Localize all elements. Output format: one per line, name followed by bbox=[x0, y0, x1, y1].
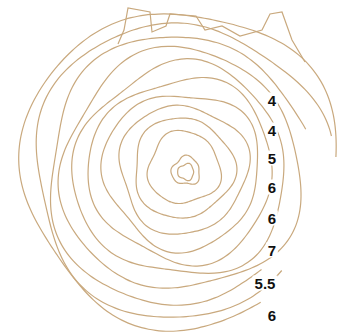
ring-width-number: 5.5 bbox=[253, 276, 278, 291]
tree-ring bbox=[119, 105, 250, 234]
ring-width-number: 7 bbox=[266, 243, 278, 258]
tree-ring bbox=[36, 23, 331, 317]
tree-ring bbox=[51, 37, 306, 305]
ring-width-number: 6 bbox=[266, 308, 278, 323]
tree-ring bbox=[136, 118, 237, 218]
ring-width-number: 6 bbox=[266, 211, 278, 226]
tree-ring bbox=[147, 130, 221, 203]
tree-ring bbox=[88, 77, 272, 266]
ring-width-number: 4 bbox=[266, 123, 278, 138]
tree-ring bbox=[72, 59, 284, 274]
tree-ring bbox=[101, 96, 258, 253]
tree-ring bbox=[171, 155, 199, 184]
ring-width-number: 6 bbox=[266, 180, 278, 195]
ring-width-number: 5 bbox=[266, 151, 278, 166]
tree-ring bbox=[19, 14, 336, 331]
ring-width-number: 4 bbox=[266, 93, 278, 108]
tree-ring bbox=[178, 163, 194, 180]
tree-ring bbox=[58, 46, 301, 288]
broken-edge bbox=[118, 8, 305, 62]
